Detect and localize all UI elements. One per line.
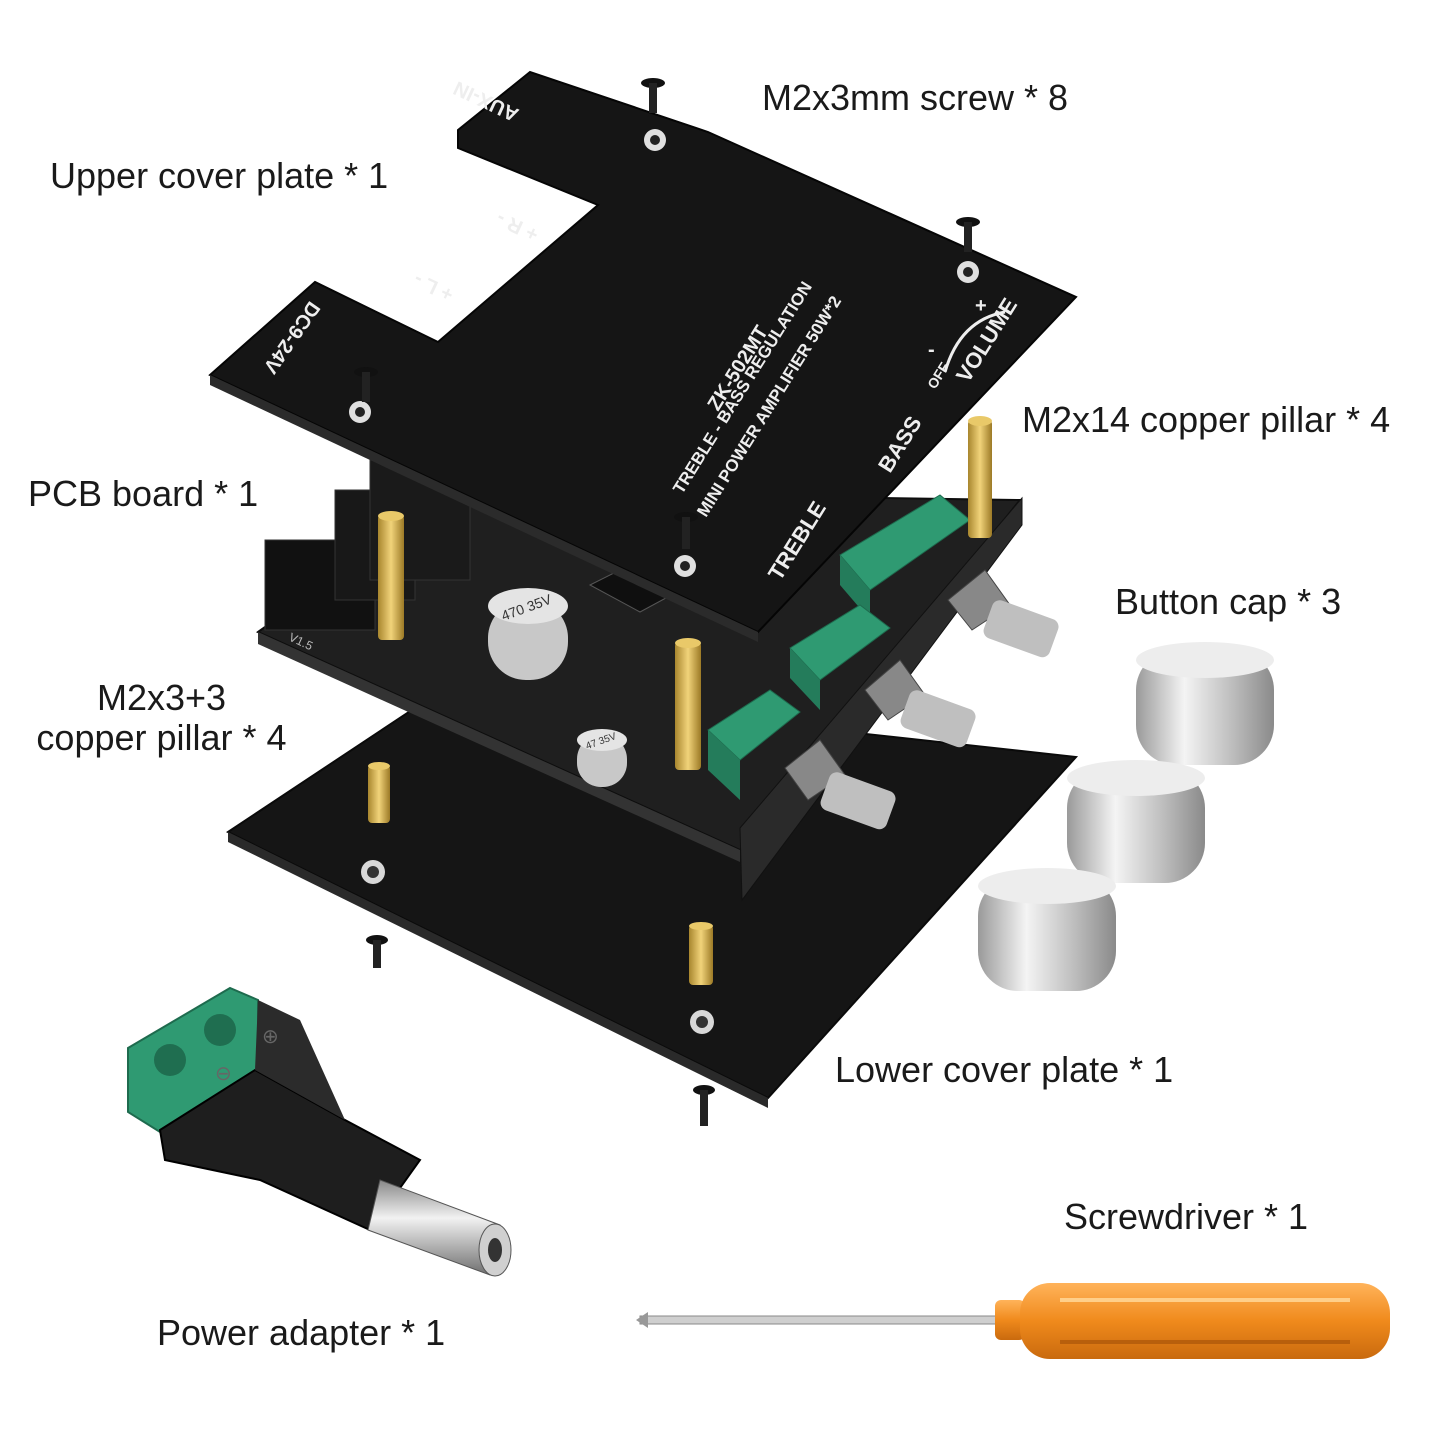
plus-icon: ⊕ [262,1026,279,1048]
label-pcb: PCB board * 1 [28,473,259,514]
potentiometer [707,689,801,800]
screwdriver [636,1283,1390,1359]
plate-minus-label: - [928,339,935,361]
label-screwdriver: Screwdriver * 1 [1064,1196,1309,1237]
button-cap [1067,760,1205,883]
label-pillar-3-3-line2: copper pillar * 4 [36,716,287,758]
short-copper-pillar [368,762,390,823]
long-copper-pillar [675,638,701,770]
capacitor: 470 35V [488,588,568,680]
label-power-adapter: Power adapter * 1 [157,1312,446,1353]
plate-r-label: + R - [493,207,542,245]
pcb-board: 470 35V 47 35V V1.5 [256,459,1059,902]
short-copper-pillar [689,922,713,985]
label-upper-plate: Upper cover plate * 1 [50,155,389,196]
power-adapter: ⊕ ⊖ [127,986,512,1277]
screw [366,935,388,968]
button-cap [1136,642,1274,765]
screw [641,78,665,113]
plate-l-label: + L - [410,268,457,305]
pot-shaft [947,569,1059,658]
plate-plus-label: + [975,295,987,317]
label-screw: M2x3mm screw * 8 [762,77,1069,118]
upper-cover-plate: AUX-IN + R - + L - DC9-24V ZK-502MT TREB… [208,70,1078,642]
long-copper-pillar [968,416,992,538]
screw [693,1085,715,1126]
label-pillar-3-3: M2x3+3 copper pillar * 4 [24,678,299,757]
label-lower-plate: Lower cover plate * 1 [835,1049,1174,1090]
label-pillar-3-3-line1: M2x3+3 [96,677,227,718]
volume-arc-icon [943,310,1006,373]
label-button-cap: Button cap * 3 [1115,581,1342,622]
potentiometer [789,604,891,710]
screw [956,217,980,252]
pot-shaft [864,659,976,748]
capacitor: 47 35V [577,729,627,787]
minus-icon: ⊖ [215,1063,232,1085]
screw [674,512,698,549]
button-cap [978,868,1116,991]
pot-shaft [784,739,896,830]
long-copper-pillar [378,511,404,640]
screw [354,367,378,402]
label-pillar-14: M2x14 copper pillar * 4 [1022,399,1391,440]
